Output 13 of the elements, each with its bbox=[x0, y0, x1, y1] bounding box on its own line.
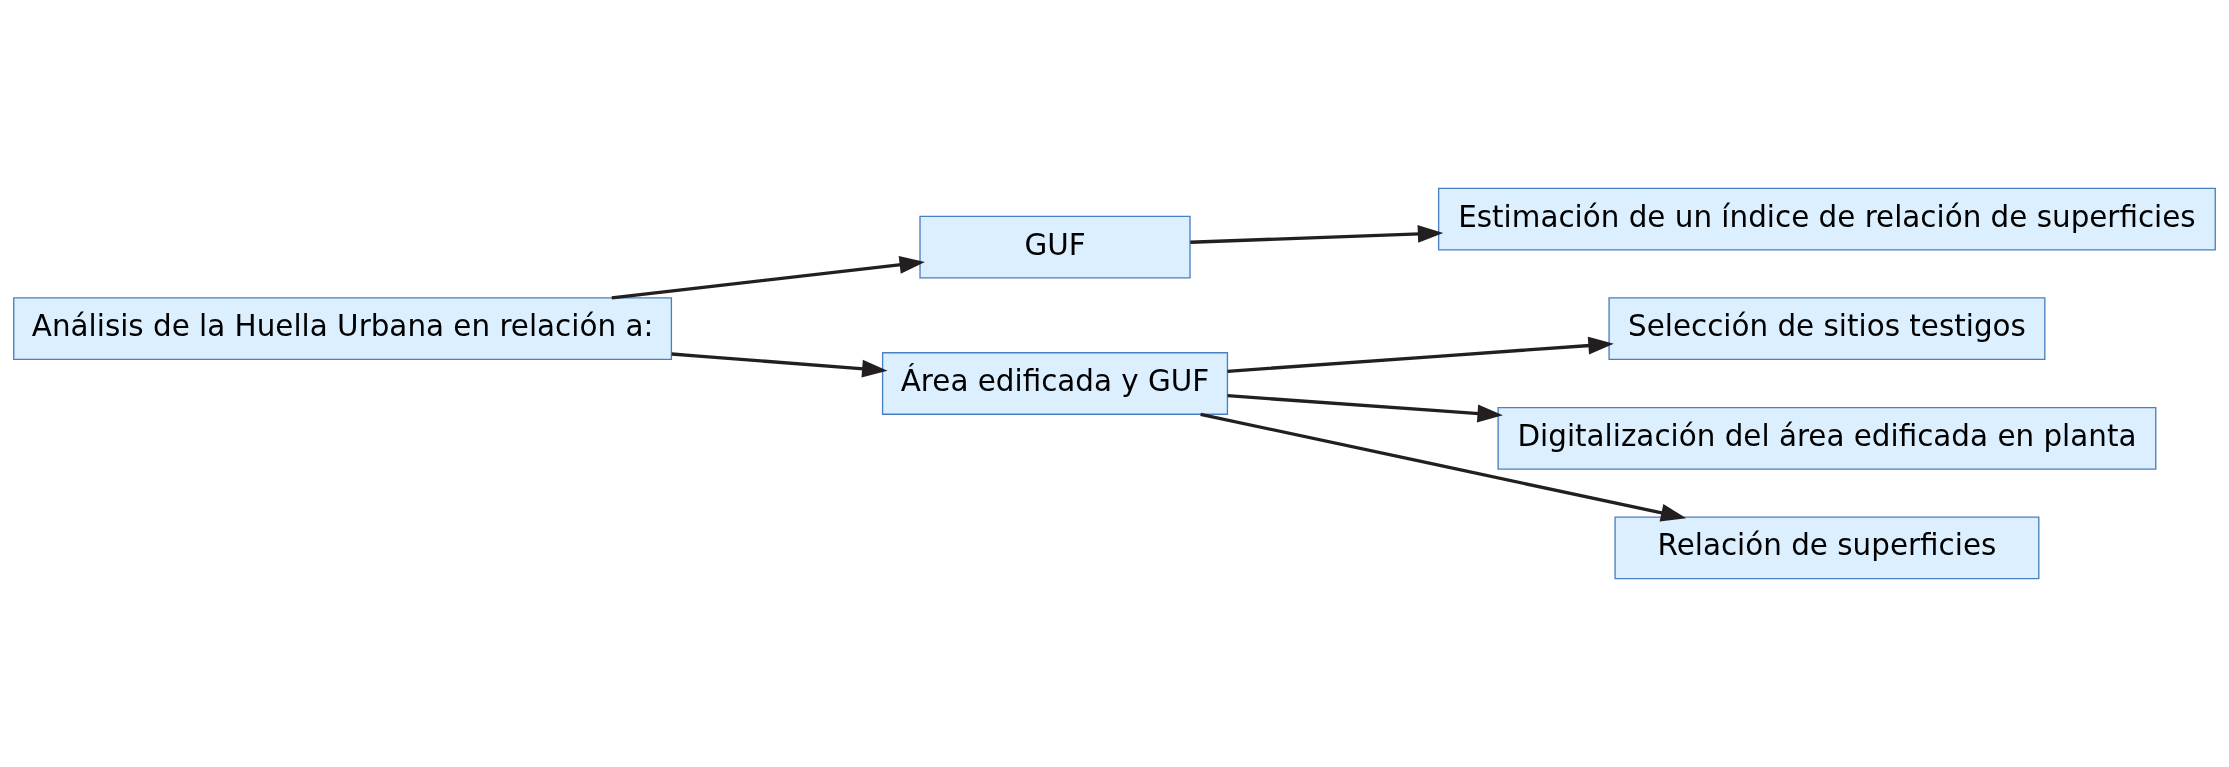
arrow bbox=[1200, 412, 1687, 522]
node-box: Digitalización del área edificada en planta bbox=[1497, 406, 2157, 470]
arrow bbox=[611, 256, 925, 300]
node-box: Selección de sitios testigos bbox=[1608, 297, 2046, 361]
arrow bbox=[1227, 336, 1614, 373]
node-box: Relación de superficies bbox=[1614, 516, 2040, 580]
arrow bbox=[671, 352, 888, 378]
node-box: GUF bbox=[919, 215, 1191, 279]
node-box: Estimación de un índice de relación de superficies bbox=[1437, 187, 2216, 251]
node-box: Área edificada y GUF bbox=[881, 352, 1229, 415]
arrow bbox=[1190, 225, 1444, 244]
arrow bbox=[1227, 394, 1503, 423]
node-box: Análisis de la Huella Urbana en relación a: bbox=[13, 297, 673, 361]
